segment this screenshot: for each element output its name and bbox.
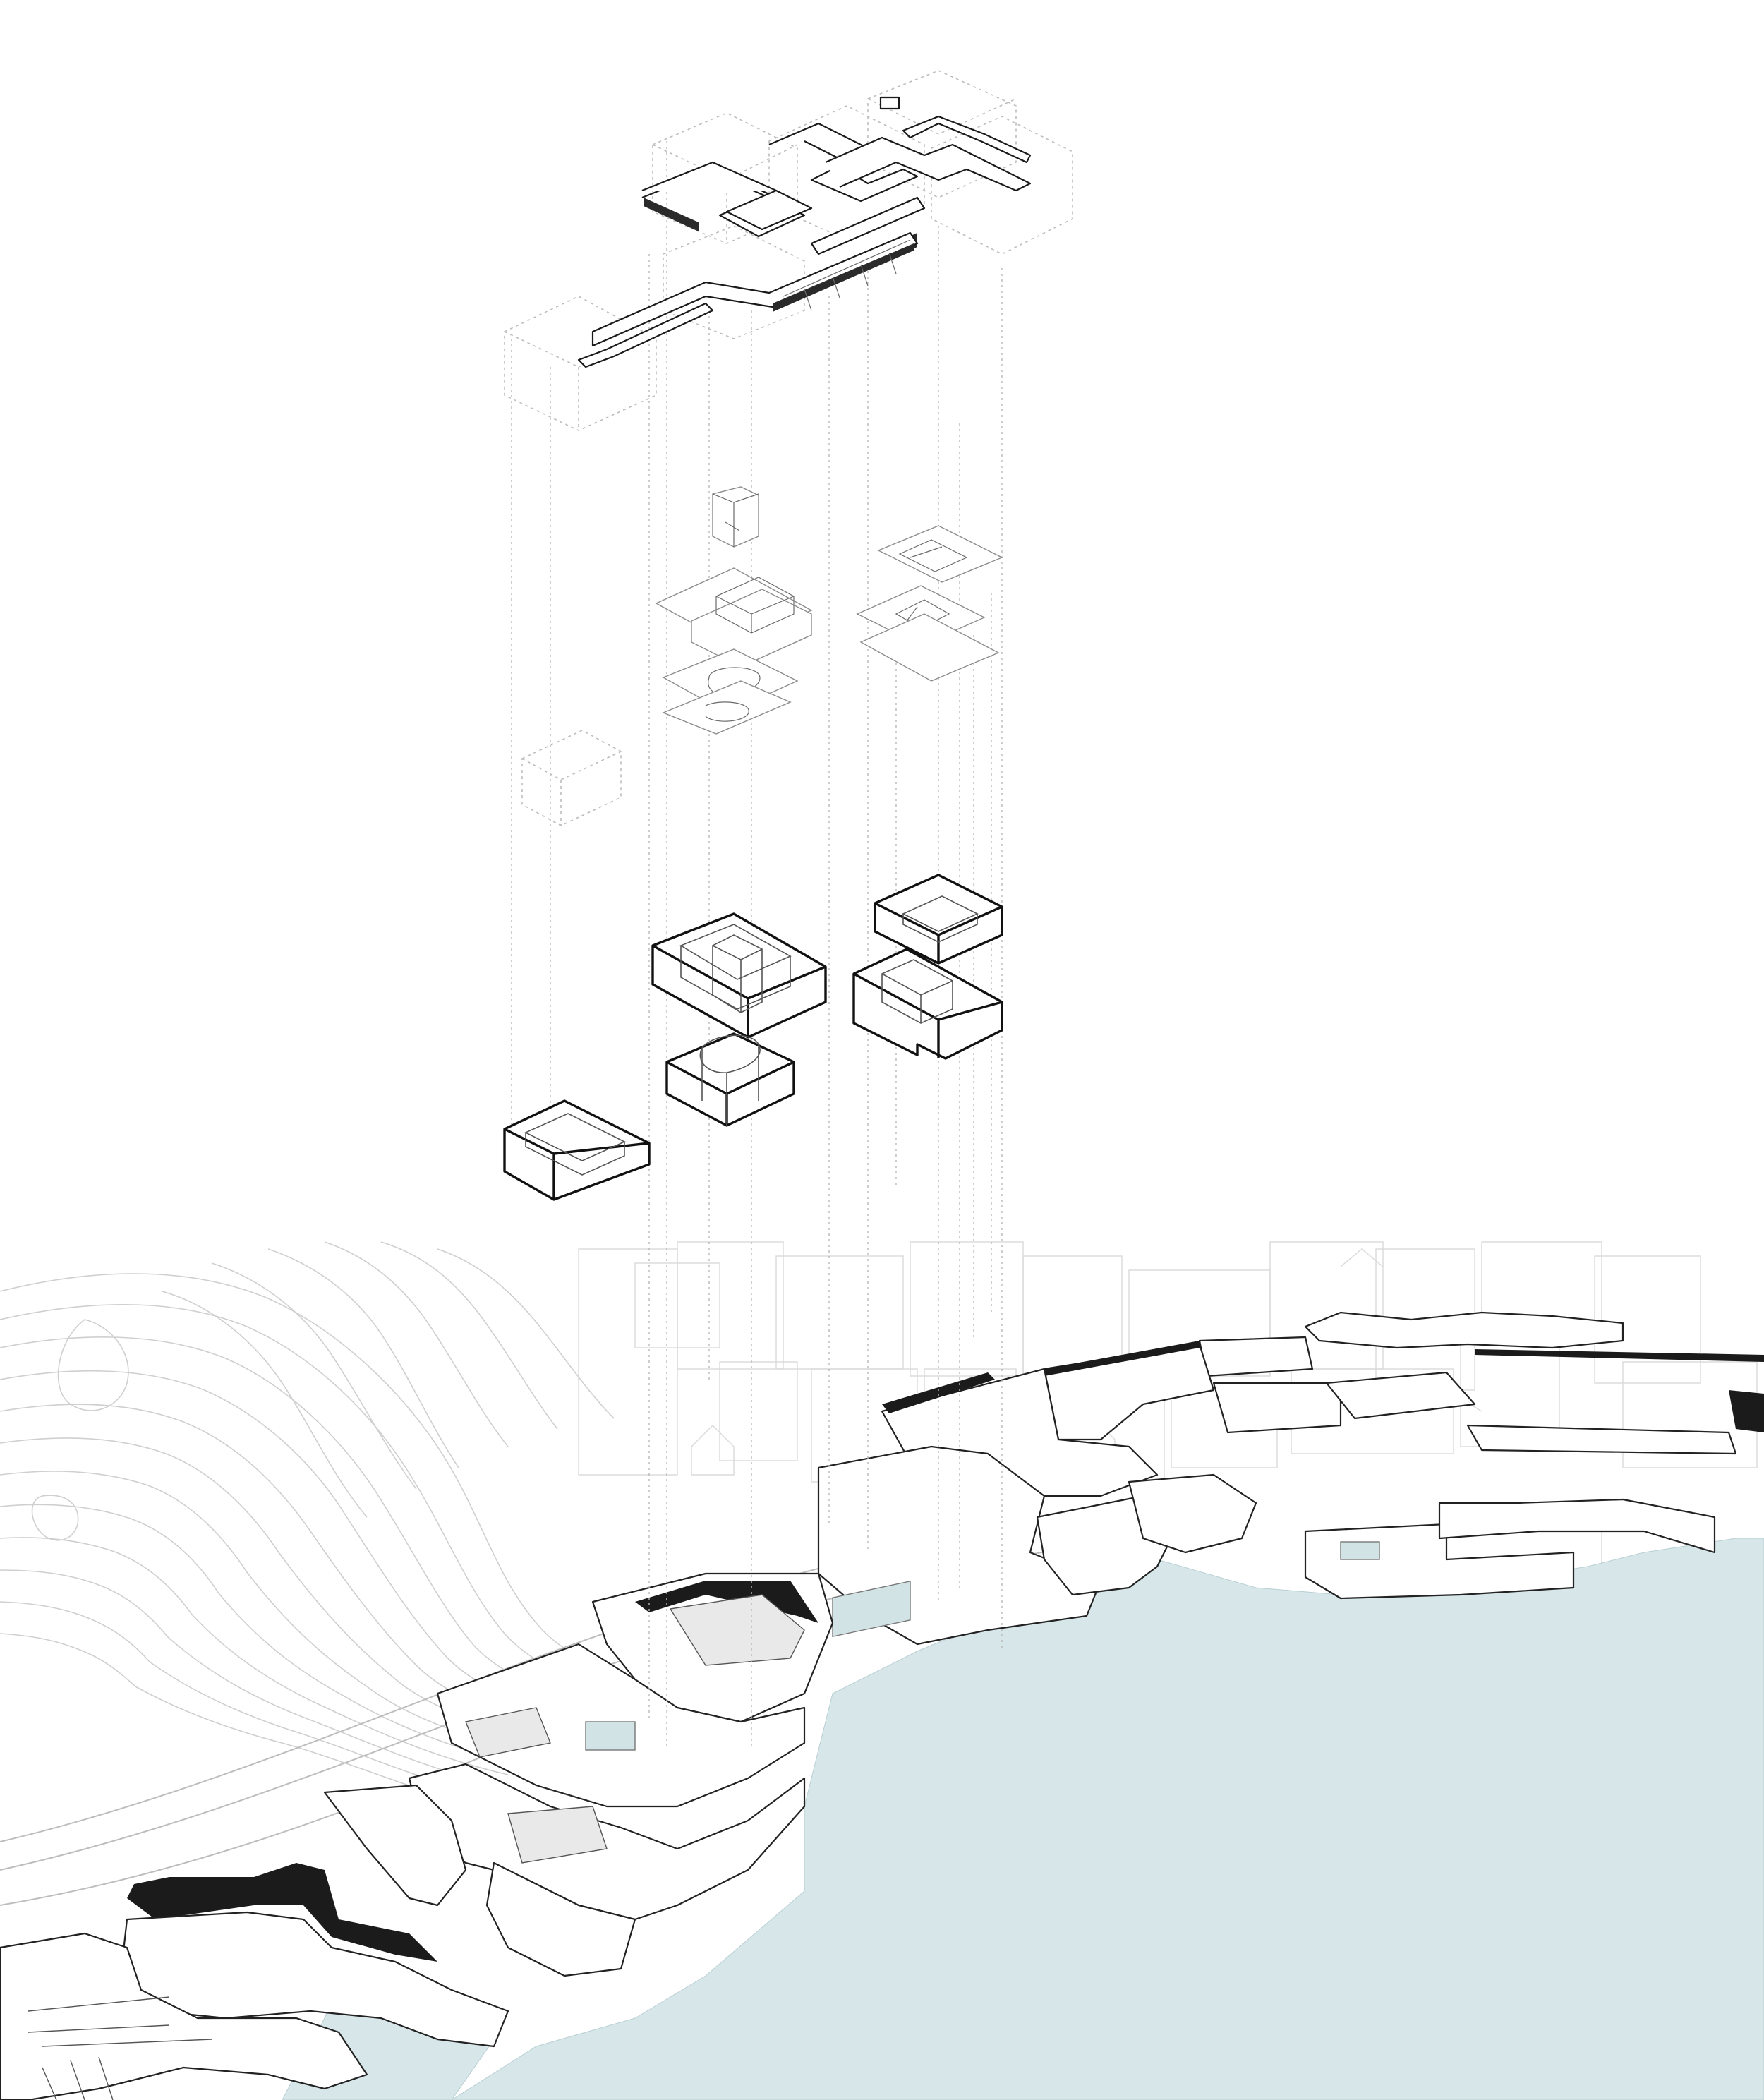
volume-center-upper xyxy=(651,912,827,1039)
floor-plates-west xyxy=(655,486,813,735)
volume-east-lower xyxy=(852,948,1003,1060)
waterfront-deck xyxy=(0,1311,1764,2100)
pool-west xyxy=(585,1721,636,1751)
volume-west xyxy=(503,1099,651,1201)
roof-layer xyxy=(504,70,1073,431)
pool-central xyxy=(832,1580,911,1638)
floor-plates-east xyxy=(856,525,1003,682)
volume-east-upper xyxy=(874,874,1003,965)
ghost-tower xyxy=(521,730,622,826)
topographic-contours xyxy=(0,1241,678,1799)
pool-east xyxy=(1340,1541,1380,1560)
volume-center-lower xyxy=(665,1032,795,1127)
